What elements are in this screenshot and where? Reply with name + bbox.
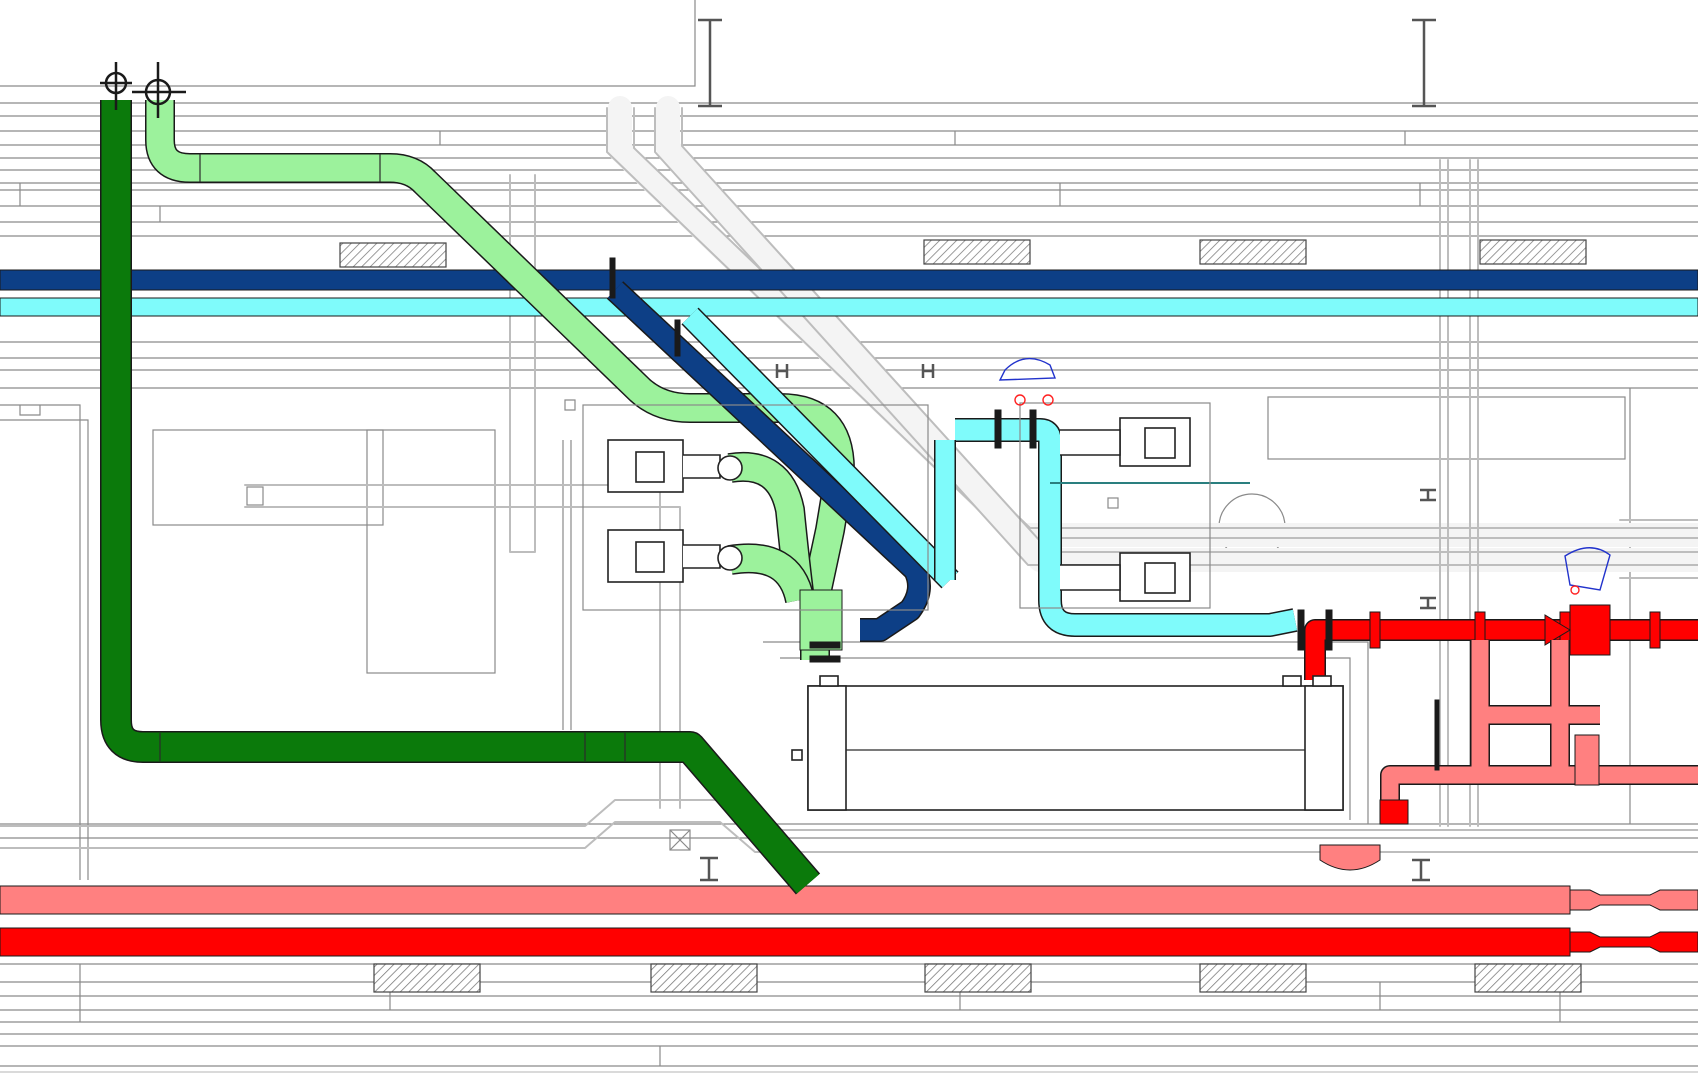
- salmon-header-pipe: [0, 885, 1698, 915]
- pump-icon: [1060, 552, 1191, 602]
- hatched-support-icon: [339, 239, 1587, 993]
- ghost-piping: [0, 96, 1698, 853]
- pump-icon: [607, 439, 743, 493]
- pipe-riser-crosshair-icon: [100, 62, 186, 118]
- red-connection-piping: [1304, 604, 1698, 680]
- person-figure-icon: [998, 357, 1611, 591]
- pump-icon: [1060, 417, 1191, 467]
- pump-skid-right: [1019, 402, 1211, 609]
- red-header-pipe: [0, 927, 1698, 957]
- person-figure-accent: [1014, 394, 1580, 595]
- pump-skid-left: [582, 404, 929, 611]
- room-outline-left: [0, 404, 496, 880]
- dark-green-pipe: [100, 100, 821, 895]
- heat-exchanger: [791, 675, 1344, 811]
- salmon-connection-piping: [1319, 640, 1698, 871]
- cyan-pipe: [681, 307, 1298, 637]
- navy-header-pipe: [0, 269, 1698, 291]
- cyan-header-pipe: [0, 297, 1698, 317]
- beam-section-icon: [698, 18, 1436, 882]
- pump-icon: [607, 529, 743, 583]
- valve-icon: [609, 257, 1440, 771]
- light-green-pipe: [145, 100, 855, 660]
